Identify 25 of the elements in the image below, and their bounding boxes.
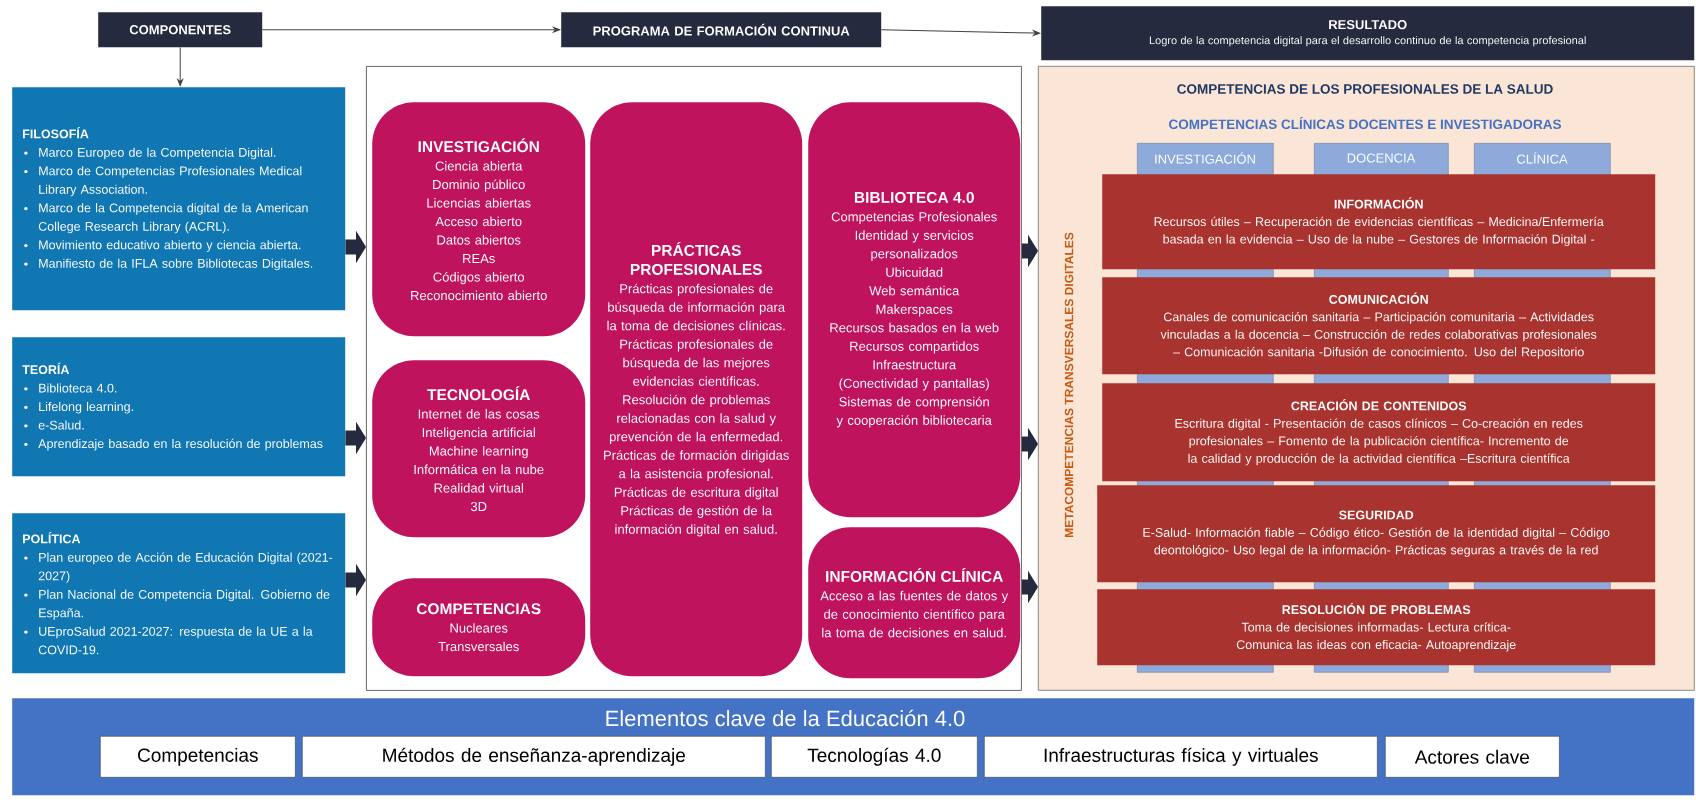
- header-box: RESULTADO Logro de la competencia digital para el desarrollo continuo de la competencia profesional: [1041, 6, 1695, 61]
- rounded-box: PRÁCTICAS PROFESIONALES Prácticas profesionales de búsqueda de información para la toma de decisiones clínicas. Prácticas profesionales de búsqueda de las mejores evidencias científicas. Resolución de problemas relacionadas con la salud y prevención de la enfermedad. Prácticas de formación dirigidas a la asistencia profesional. Prácticas de escritura digital Prácticas de gestión de la información digital en salud.: [590, 102, 803, 677]
- rounded-box: TECNOLOGÍA Internet de las cosas Inteligencia artificial Machine learning Informática en la nube Realidad virtual 3D: [372, 360, 586, 538]
- band-box: INFORMACIÓN Recursos útiles – Recuperación de evidencias científicas – Medicina/Enfermería basada en la evidencia – Uso de la nube – Gestores de Información Digital -: [1102, 174, 1656, 270]
- rounded-box: INVESTIGACIÓN Ciencia abierta Dominio público Licencias abiertas Acceso abierto Datos abiertos REAs Códigos abierto Reconocimiento abierto: [372, 102, 586, 337]
- label-box: Métodos de enseñanza-aprendizaje: [302, 736, 766, 778]
- arrow: [880, 29, 1041, 36]
- header-box: PROGRAMA DE FORMACIÓN CONTINUA: [561, 12, 882, 48]
- label-box: Tecnologías 4.0: [771, 736, 978, 778]
- rounded-box: COMPETENCIAS Nucleares Transversales: [372, 578, 586, 677]
- band-box: RESOLUCIÓN DE PROBLEMAS Toma de decisiones informadas- Lectura crítica- Comunica las ideas con eficacia- Autoaprendizaje: [1097, 589, 1656, 666]
- band-box: SEGURIDAD E-Salud- Información fiable – Código ético- Gestión de la identidad digital – Código deontológico- Uso legal de la información- Prácticas seguras a través de la red: [1097, 485, 1656, 583]
- bullet-box: FILOSOFÍA Marco Europeo de la Competencia Digital. Marco de Competencias Profesionales Medical Library Association. Marco de la Competencia digital de la American College Research Library (ACRL). Movimiento educativo abierto y ciencia abierta. Manifiesto de la IFLA sobre Bibliotecas Digitales.: [12, 87, 346, 311]
- label-box: Actores clave: [1385, 736, 1560, 778]
- arrow: [177, 46, 184, 87]
- rounded-box: BIBLIOTECA 4.0 Competencias Profesionales Identidad y servicios personalizados Ubicuidad Web semántica Makerspaces Recursos basados en la web Recursos compartidos Infraestructura (Conectividad y pantallas) Sistemas de comprensión y cooperación bibliotecaria: [808, 102, 1021, 518]
- bullet-box: TEORÍA Biblioteca 4.0. Lifelong learning. e-Salud. Aprendizaje basado en la resolución de problemas: [12, 337, 346, 477]
- label-box: Infraestructuras física y virtuales: [984, 736, 1378, 778]
- header-box: COMPONENTES: [98, 12, 263, 48]
- rounded-box: INFORMACIÓN CLÍNICA Acceso a las fuentes de datos y de conocimiento científico para la toma de decisiones en salud.: [808, 527, 1021, 679]
- band-box: CREACIÓN DE CONTENIDOS Escritura digital - Presentación de casos clínicos – Co-creación en redes profesionales – Fomento de la publicación científica- Incremento de la calidad y producción de la actividad científica –Escritura científica: [1102, 383, 1656, 482]
- arrow: [261, 26, 561, 33]
- label-box: Competencias: [100, 736, 296, 778]
- bullet-box: POLÍTICA Plan europeo de Acción de Educación Digital (2021-2027) Plan Nacional de Competencia Digital. Gobierno de España. UEproSalud 2021-2027: respuesta de la UE a la COVID-19.: [12, 513, 346, 674]
- band-box: COMUNICACIÓN Canales de comunicación sanitaria – Participación comunitaria – Actividades vinculadas a la docencia – Construcción de redes colaborativas profesionales – Comunicación sanitaria -Difusión de conocimiento. Uso del Repositorio: [1102, 277, 1656, 375]
